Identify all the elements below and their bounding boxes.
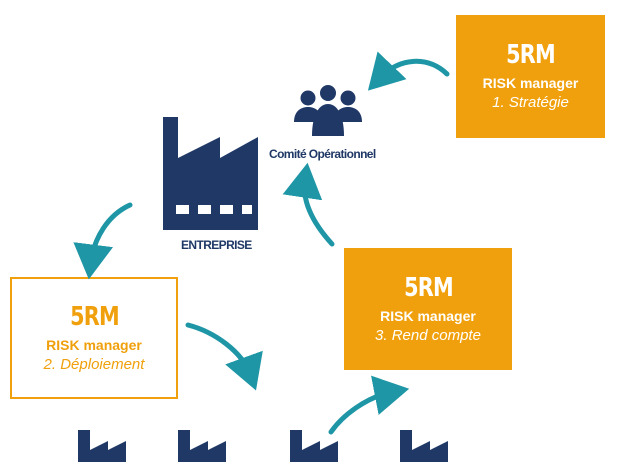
arrow-factories-to-rend-compte <box>328 375 410 435</box>
box-strategie-phase: 1. Stratégie <box>492 94 569 111</box>
box-deploiement-phase: 2. Déploiement <box>43 355 145 373</box>
box-strategie: 5RM RISK manager 1. Stratégie <box>456 15 605 138</box>
flow-arrows <box>73 51 450 435</box>
committee-label: Comité Opérationnel <box>269 147 376 161</box>
arrow-enterprise-to-deploiement <box>73 202 133 280</box>
box-deploiement-role: RISK manager <box>46 336 142 353</box>
arrow-strategie-to-committee <box>367 51 450 91</box>
box-rend-compte: 5RM RISK manager 3. Rend compte <box>344 248 512 370</box>
arrow-deploiement-to-factories <box>185 322 263 391</box>
box-rend-compte-brand: 5RM <box>403 272 454 303</box>
box-deploiement-brand: 5RM <box>69 301 120 332</box>
enterprise-label: ENTREPRISE <box>181 238 252 252</box>
factory-icon <box>163 117 258 230</box>
arrow-rend-compte-to-committee <box>282 162 335 247</box>
box-strategie-role: RISK manager <box>482 75 579 91</box>
factory-row-icons <box>78 430 448 462</box>
box-rend-compte-role: RISK manager <box>380 307 476 324</box>
people-group-icon <box>294 85 362 136</box>
box-rend-compte-phase: 3. Rend compte <box>375 326 481 344</box>
box-strategie-brand: 5RM <box>506 40 556 70</box>
